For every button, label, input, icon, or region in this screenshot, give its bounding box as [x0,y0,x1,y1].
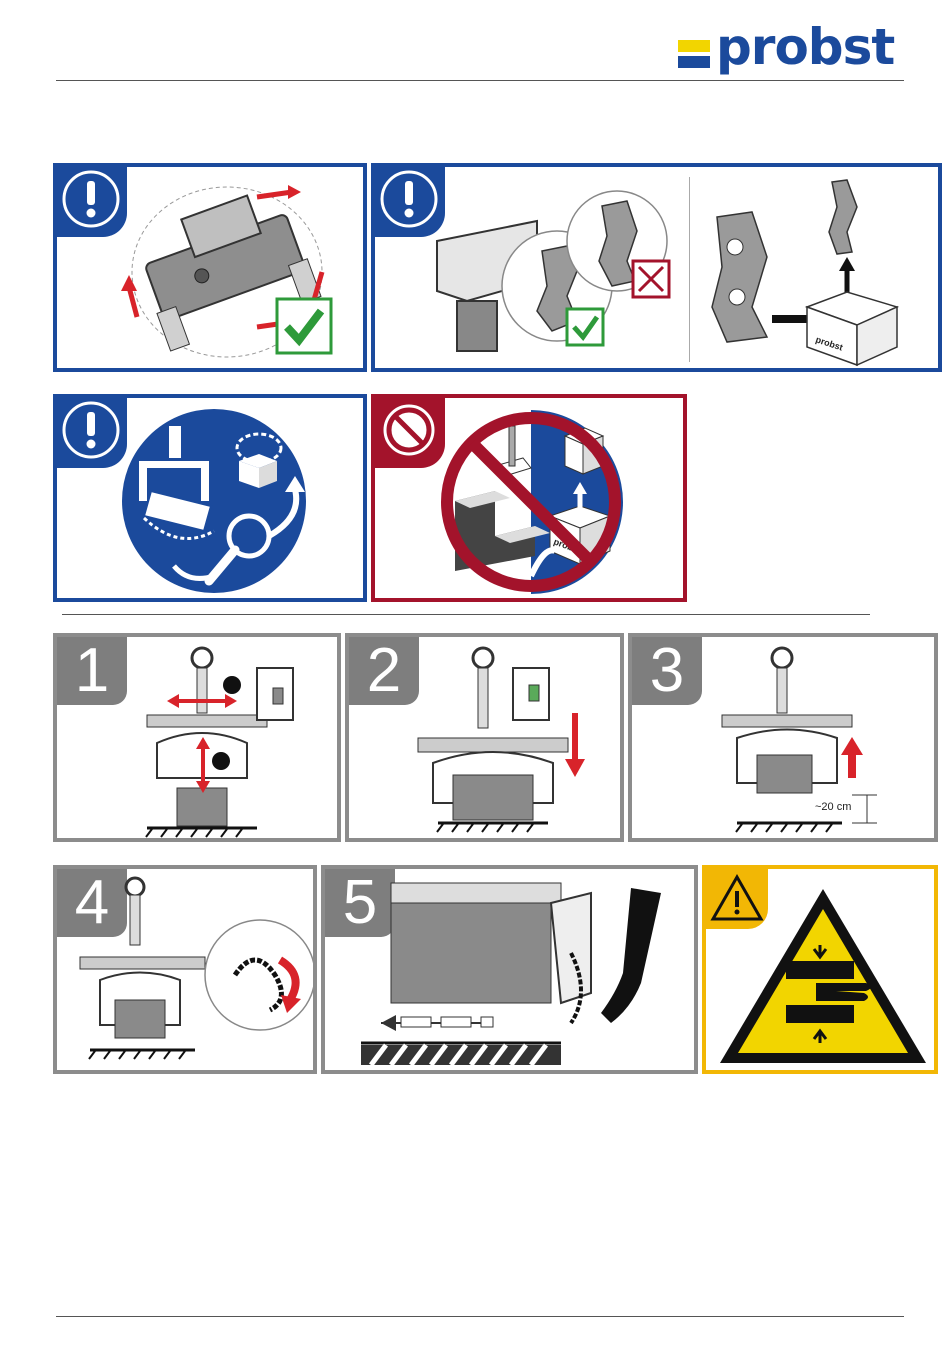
inserts-divider [689,177,690,362]
step-panel-3: 3 ~20 cm [628,633,938,842]
step2-illustration [413,643,623,838]
prohibition-panel: probst [371,394,687,602]
section-rule [62,614,870,615]
probst-logo: probst [678,26,903,82]
step-number: 3 [632,637,702,705]
insert-check-illustration [427,181,687,361]
chain-inspection-illustration [119,406,309,596]
step-panel-4: 4 [53,865,317,1074]
step-number: 1 [57,637,127,705]
warning-panel [702,865,938,1074]
step-panel-5: 5 [321,865,698,1074]
step-panel-1: 1 [53,633,341,842]
crush-hazard-icon [716,883,931,1068]
notice-panel-rotation [53,163,367,372]
step-panel-2: 2 [345,633,624,842]
footer-rule [56,1316,904,1317]
step5-illustration [361,873,696,1073]
distance-label: ~20 cm [815,801,851,813]
checkmark-icon [275,297,333,355]
notice-panel-chain [53,394,367,602]
insert-storage-illustration: probst [697,177,937,367]
notice-panel-inserts: probst [371,163,942,372]
step1-illustration [137,643,337,838]
step-number: 2 [349,637,419,705]
no-stacking-illustration: probst [435,406,627,598]
logo-text: probst [716,18,894,76]
logo-mark-icon [678,40,712,70]
step4-illustration [75,875,315,1070]
header-rule [56,80,904,81]
